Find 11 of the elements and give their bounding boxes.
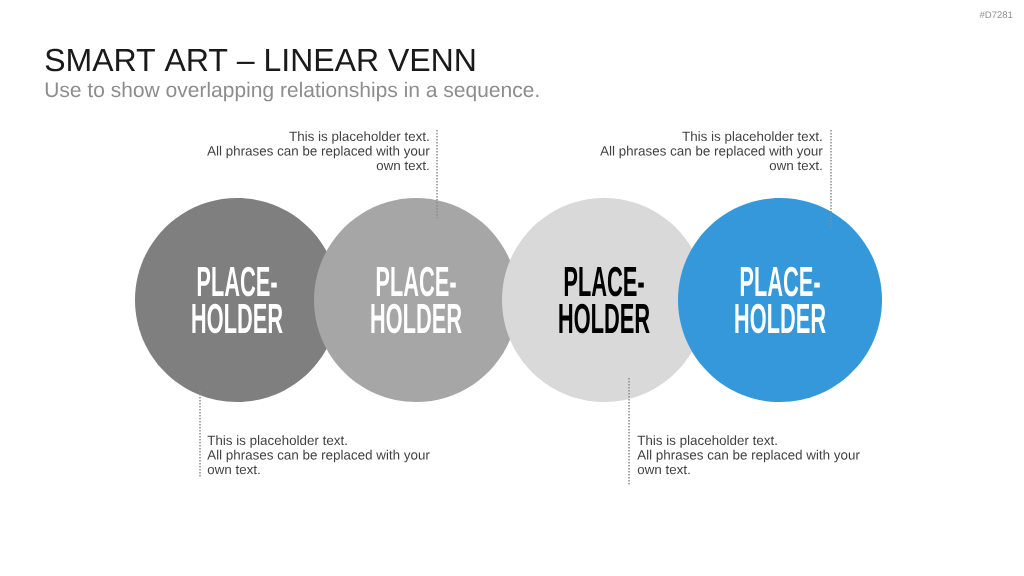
leader-line [628, 376, 630, 486]
description-text: This is placeholder text. All phrases can be replaced with your own text. [207, 131, 430, 171]
id-code: #D7281 [979, 11, 1013, 19]
leader-line [436, 129, 438, 219]
leader-line [199, 390, 201, 478]
description-text: This is placeholder text. All phrases can be replaced with your own text. [207, 435, 430, 475]
description-text: This is placeholder text. All phrases can be replaced with your own text. [637, 435, 860, 475]
leader-line [830, 129, 832, 231]
subtitle: Use to show overlapping relationships in a sequence. [45, 81, 539, 102]
description-text: This is placeholder text. All phrases can be replaced with your own text. [600, 131, 823, 171]
title: SMART ART – LINEAR VENN [45, 48, 475, 72]
